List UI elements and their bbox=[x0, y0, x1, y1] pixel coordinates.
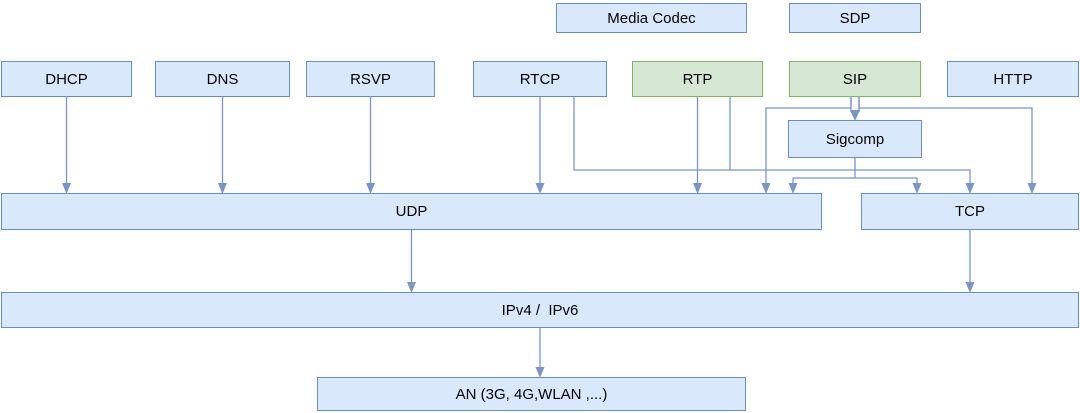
node-label: TCP bbox=[955, 203, 985, 220]
node-media-codec: Media Codec bbox=[556, 3, 747, 33]
node-label: SDP bbox=[839, 9, 871, 27]
node-label: RTP bbox=[682, 70, 713, 88]
node-sip: SIP bbox=[789, 61, 921, 97]
node-label: DNS bbox=[206, 70, 239, 88]
node-ipv4-ipv6: IPv4 / IPv6 bbox=[1, 292, 1079, 328]
node-http: HTTP bbox=[947, 61, 1079, 97]
node-label: Media Codec bbox=[607, 9, 696, 27]
node-label: RSVP bbox=[350, 70, 391, 88]
node-dhcp: DHCP bbox=[1, 61, 132, 97]
node-rtcp: RTCP bbox=[473, 61, 607, 97]
node-udp: UDP bbox=[1, 193, 822, 230]
node-label: RTCP bbox=[519, 70, 561, 88]
node-label: DHCP bbox=[45, 70, 88, 88]
node-tcp: TCP bbox=[861, 193, 1079, 230]
node-rsvp: RSVP bbox=[306, 61, 435, 97]
node-label: SIP bbox=[842, 70, 868, 88]
node-label: UDP bbox=[395, 203, 428, 220]
node-sdp: SDP bbox=[789, 3, 921, 33]
node-sigcomp: Sigcomp bbox=[788, 120, 922, 158]
node-an: AN (3G, 4G,WLAN ,...) bbox=[317, 377, 746, 411]
node-label: Sigcomp bbox=[825, 130, 885, 148]
node-rtp: RTP bbox=[632, 61, 763, 97]
node-label: IPv4 / IPv6 bbox=[501, 301, 579, 319]
edge-sigcomp-udp-tcp bbox=[792, 177, 918, 191]
node-dns: DNS bbox=[155, 61, 290, 97]
node-label: AN (3G, 4G,WLAN ,...) bbox=[455, 385, 608, 403]
node-label: HTTP bbox=[993, 70, 1033, 88]
